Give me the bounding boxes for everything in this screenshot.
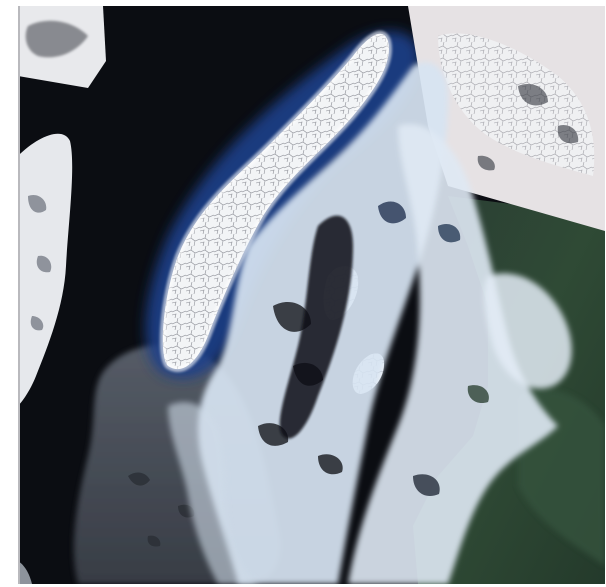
inset-tile-top-left-dark [25,20,89,58]
haze-dark-holes [128,472,195,547]
dark-channel [279,215,353,439]
satellite-image-viewport [18,6,605,584]
left-coast-shadows [28,194,52,331]
inset-tile-top-right-shadows [477,83,579,171]
cloud-wisps-left [168,402,258,584]
satellite-mosaic-image [18,6,605,584]
glacier-ice-chain-edge [159,30,392,373]
glacier-ice-chain [162,33,389,370]
bottom-left-coast [18,561,32,584]
left-frame-edge [18,6,20,584]
inset-tile-top-right-texture [438,33,595,176]
